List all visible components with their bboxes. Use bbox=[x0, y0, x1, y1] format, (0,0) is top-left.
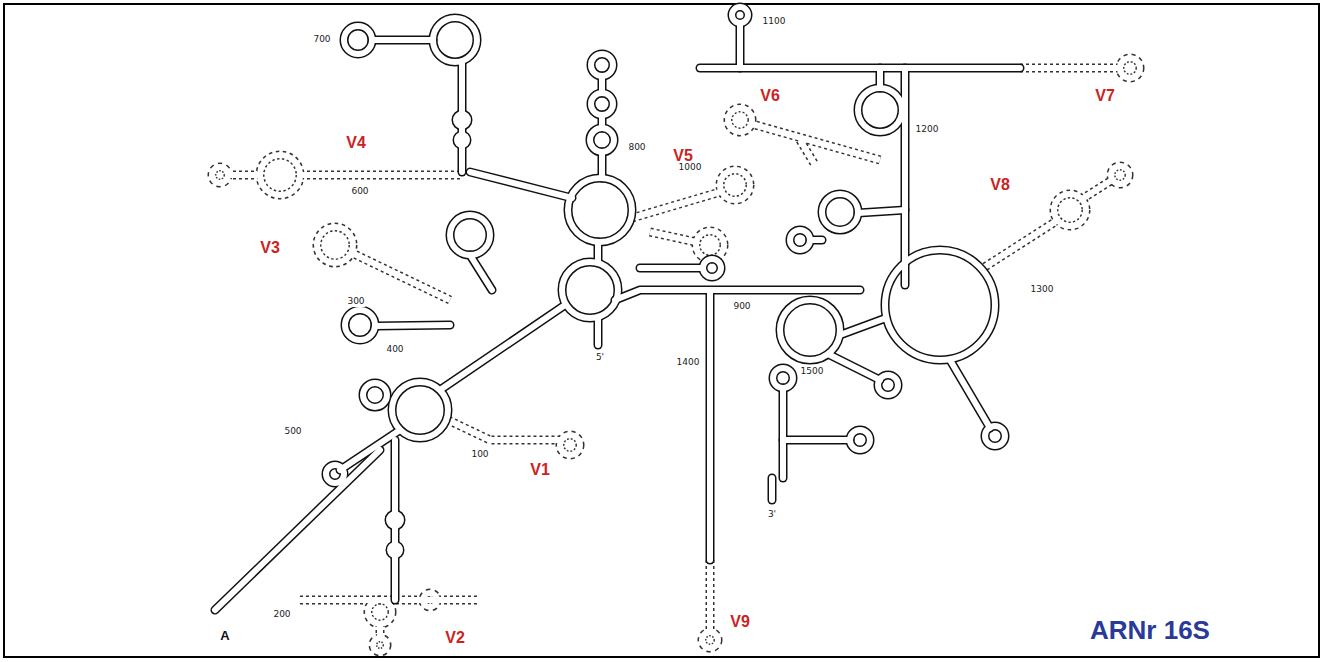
panel-letter: A bbox=[220, 629, 229, 643]
position-number: 900 bbox=[732, 302, 751, 312]
position-number: 3' bbox=[767, 510, 777, 520]
position-number: 800 bbox=[627, 143, 646, 153]
variable-region-label: V4 bbox=[346, 134, 366, 152]
variable-region-label: V9 bbox=[730, 613, 750, 631]
position-number: 100 bbox=[470, 450, 489, 460]
variable-region-label: V1 bbox=[530, 461, 550, 479]
position-number: 600 bbox=[350, 187, 369, 197]
helix-fill bbox=[215, 7, 1020, 610]
position-number: 1000 bbox=[678, 163, 703, 173]
figure-title: ARNr 16S bbox=[1090, 616, 1210, 645]
position-number: 500 bbox=[283, 427, 302, 437]
position-number: 5' bbox=[595, 353, 605, 363]
position-number: 1500 bbox=[800, 367, 825, 377]
position-number: 700 bbox=[312, 35, 331, 45]
variable-region-label: V6 bbox=[760, 87, 780, 105]
position-number: 1400 bbox=[676, 358, 701, 368]
position-number: 400 bbox=[385, 345, 404, 355]
position-number: 1300 bbox=[1030, 285, 1055, 295]
variable-region-label: V7 bbox=[1095, 87, 1115, 105]
figure-frame bbox=[3, 3, 1320, 658]
variable-region-label: V3 bbox=[260, 239, 280, 257]
variable-region-label: V2 bbox=[445, 629, 465, 647]
variable-region-label: V8 bbox=[990, 176, 1010, 194]
position-number: 1100 bbox=[762, 17, 787, 27]
position-number: 1200 bbox=[915, 125, 940, 135]
variable-region-fill bbox=[212, 58, 1140, 652]
position-number: 200 bbox=[272, 610, 291, 620]
helix-outline bbox=[215, 7, 1020, 610]
variable-region-outline bbox=[212, 58, 1140, 652]
position-number: 300 bbox=[346, 297, 365, 307]
